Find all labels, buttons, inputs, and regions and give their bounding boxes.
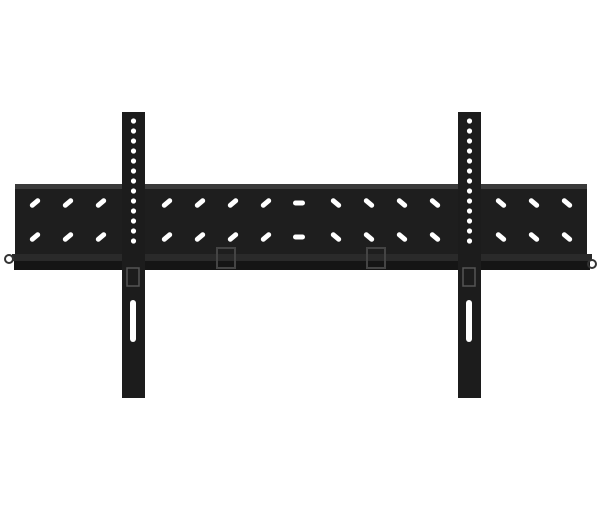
- mounting-hole: [194, 198, 206, 208]
- mounting-hole: [29, 198, 41, 208]
- arm-hole: [466, 138, 473, 144]
- arm-hole: [466, 238, 473, 244]
- mounting-hole: [561, 232, 573, 242]
- arm-hole: [130, 178, 137, 184]
- arm-hole: [466, 118, 473, 124]
- right-arm-holes: [466, 118, 473, 244]
- right-arm-bar: [458, 112, 481, 398]
- right-arm-slot: [466, 300, 472, 342]
- arm-hole: [130, 218, 137, 224]
- arm-hole: [130, 158, 137, 164]
- mounting-hole: [495, 232, 507, 242]
- mounting-hole: [293, 200, 305, 206]
- arm-hole: [466, 178, 473, 184]
- mounting-hole: [227, 198, 239, 208]
- center-clip-left: [216, 247, 236, 269]
- arm-hole: [130, 238, 137, 244]
- left-arm-bar: [122, 112, 145, 398]
- mounting-hole: [495, 198, 507, 208]
- mounting-hole: [396, 232, 408, 242]
- bottom-rail: [12, 254, 592, 261]
- left-rail-knob: [4, 254, 14, 264]
- mounting-hole: [95, 198, 107, 208]
- arm-hole: [130, 198, 137, 204]
- mounting-hole: [396, 198, 408, 208]
- right-arm: [458, 112, 481, 398]
- arm-hole: [130, 138, 137, 144]
- right-rail-knob: [587, 259, 597, 269]
- mounting-hole: [561, 198, 573, 208]
- mounting-hole: [95, 232, 107, 242]
- mounting-hole: [330, 198, 342, 208]
- bottom-rail-lip: [14, 261, 590, 270]
- arm-hole: [466, 148, 473, 154]
- left-arm-latch: [126, 267, 140, 287]
- mounting-hole: [429, 198, 441, 208]
- arm-hole: [466, 228, 473, 234]
- mounting-hole: [62, 232, 74, 242]
- mounting-hole: [363, 232, 375, 242]
- arm-hole: [130, 118, 137, 124]
- arm-hole: [130, 188, 137, 194]
- plate-top-edge: [15, 184, 587, 189]
- mounting-hole: [363, 198, 375, 208]
- center-clip-right: [366, 247, 386, 269]
- right-arm-latch: [462, 267, 476, 287]
- mounting-hole: [528, 198, 540, 208]
- left-arm-slot: [130, 300, 136, 342]
- arm-hole: [466, 218, 473, 224]
- mounting-hole: [293, 234, 305, 240]
- mounting-hole: [161, 232, 173, 242]
- mounting-hole: [62, 198, 74, 208]
- arm-hole: [466, 158, 473, 164]
- mounting-hole: [194, 232, 206, 242]
- arm-hole: [466, 168, 473, 174]
- mounting-hole: [227, 232, 239, 242]
- arm-hole: [466, 208, 473, 214]
- wall-plate: [4, 184, 597, 270]
- mounting-holes: [29, 198, 573, 242]
- arm-hole: [130, 168, 137, 174]
- arm-hole: [130, 228, 137, 234]
- mounting-hole: [161, 198, 173, 208]
- arm-hole: [466, 128, 473, 134]
- mounting-hole: [330, 232, 342, 242]
- arm-hole: [130, 148, 137, 154]
- plate-body: [15, 184, 587, 256]
- mounting-hole: [429, 232, 441, 242]
- arm-hole: [466, 188, 473, 194]
- arm-hole: [466, 198, 473, 204]
- mounting-hole: [29, 232, 41, 242]
- mounting-hole: [260, 198, 272, 208]
- left-arm-holes: [130, 118, 137, 244]
- mounting-hole: [260, 232, 272, 242]
- arm-hole: [130, 128, 137, 134]
- left-arm: [122, 112, 145, 398]
- arm-hole: [130, 208, 137, 214]
- mounting-hole: [528, 232, 540, 242]
